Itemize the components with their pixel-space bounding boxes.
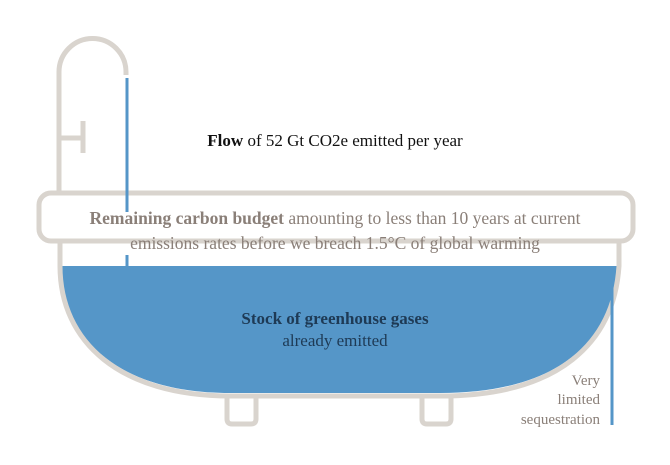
stock-label-title: Stock of greenhouse gases <box>241 309 429 328</box>
flow-label: Flow of 52 Gt CO2e emitted per year <box>207 131 463 150</box>
water-fill <box>61 266 618 393</box>
faucet-pipe <box>56 36 129 194</box>
stock-label-subtitle: already emitted <box>282 331 388 350</box>
sequestration-label-2: limited <box>558 392 601 408</box>
faucet-handle <box>59 121 86 153</box>
tub-foot-right <box>419 397 454 427</box>
tub-body <box>57 240 622 399</box>
tub-foot-left <box>224 397 259 427</box>
budget-label-line2: emissions rates before we breach 1.5°C o… <box>130 233 540 253</box>
sequestration-label-1: Very <box>572 373 601 389</box>
sequestration-label-3: sequestration <box>521 412 601 428</box>
tub-rim <box>36 190 636 244</box>
budget-label-line1: Remaining carbon budget amounting to les… <box>90 208 581 228</box>
